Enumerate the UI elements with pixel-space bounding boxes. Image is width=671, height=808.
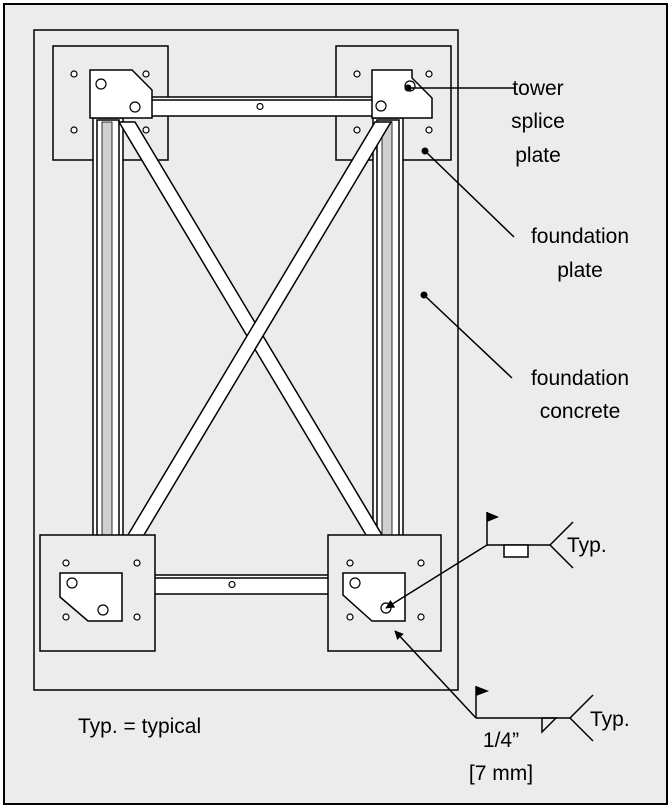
horizontal-strap-top <box>139 96 381 117</box>
leader-foundation-concrete <box>420 291 513 379</box>
label-concrete: concrete <box>540 400 621 423</box>
label-plate-2: plate <box>557 259 603 282</box>
tower-leg-right <box>372 117 404 581</box>
label-typ-upper: Typ. <box>567 534 607 557</box>
label-foundation-1: foundation <box>531 225 629 248</box>
weld-symbol-upper <box>385 512 574 609</box>
weld-symbol-lower <box>394 630 594 742</box>
label-weld-size-metric: [7 mm] <box>469 762 533 785</box>
legend-typ: Typ. = typical <box>78 715 201 738</box>
label-splice: splice <box>511 110 565 133</box>
leader-tower-splice-plate <box>404 84 516 92</box>
label-foundation-2: foundation <box>531 367 629 390</box>
label-weld-size-imperial: 1/4” <box>483 729 519 752</box>
label-typ-lower: Typ. <box>590 708 630 731</box>
label-plate-1: plate <box>515 144 561 167</box>
leader-foundation-plate <box>421 147 515 238</box>
splice-plate-top-right <box>371 69 433 119</box>
tower-leg-left <box>92 117 124 581</box>
label-tower: tower <box>512 77 563 100</box>
